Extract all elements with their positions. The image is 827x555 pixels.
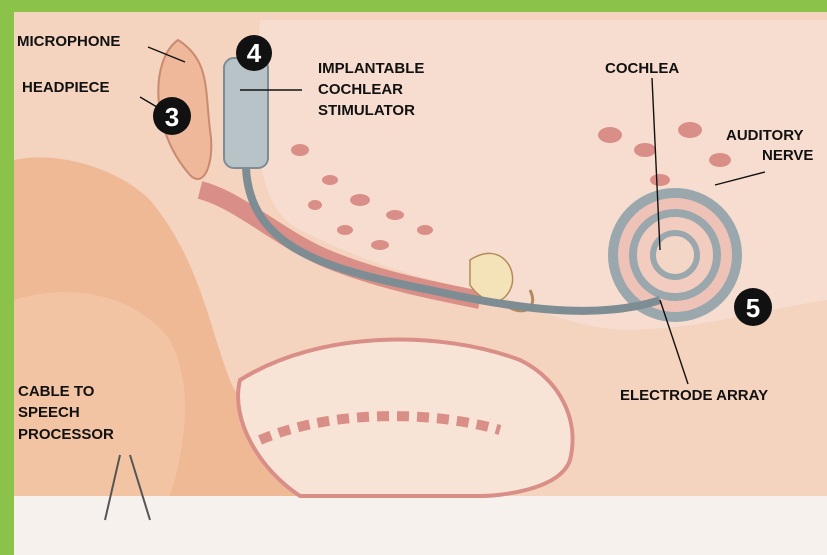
marker-3-text: 3	[165, 102, 179, 132]
label-cochlea: COCHLEA	[605, 60, 679, 77]
label-stimulator-line1: IMPLANTABLE	[318, 60, 424, 77]
bottom-strip	[14, 496, 827, 555]
label-cable-line3: PROCESSOR	[18, 426, 114, 443]
marker-4-text: 4	[247, 38, 262, 68]
marker-5-text: 5	[746, 293, 760, 323]
marker-4: 4	[236, 35, 272, 71]
label-stimulator-line3: STIMULATOR	[318, 102, 415, 119]
stimulator-body	[224, 58, 268, 168]
label-nerve: NERVE	[762, 147, 813, 164]
marker-3: 3	[153, 97, 191, 135]
marker-5: 5	[734, 288, 772, 326]
label-microphone: MICROPHONE	[17, 33, 120, 50]
label-cable-line1: CABLE TO	[18, 383, 95, 400]
label-headpiece: HEADPIECE	[22, 79, 110, 96]
cochlea	[613, 193, 737, 317]
label-electrode-array: ELECTRODE ARRAY	[620, 387, 768, 404]
label-auditory: AUDITORY	[726, 127, 804, 144]
label-stimulator-line2: COCHLEAR	[318, 81, 403, 98]
label-cable-line2: SPEECH	[18, 404, 80, 421]
